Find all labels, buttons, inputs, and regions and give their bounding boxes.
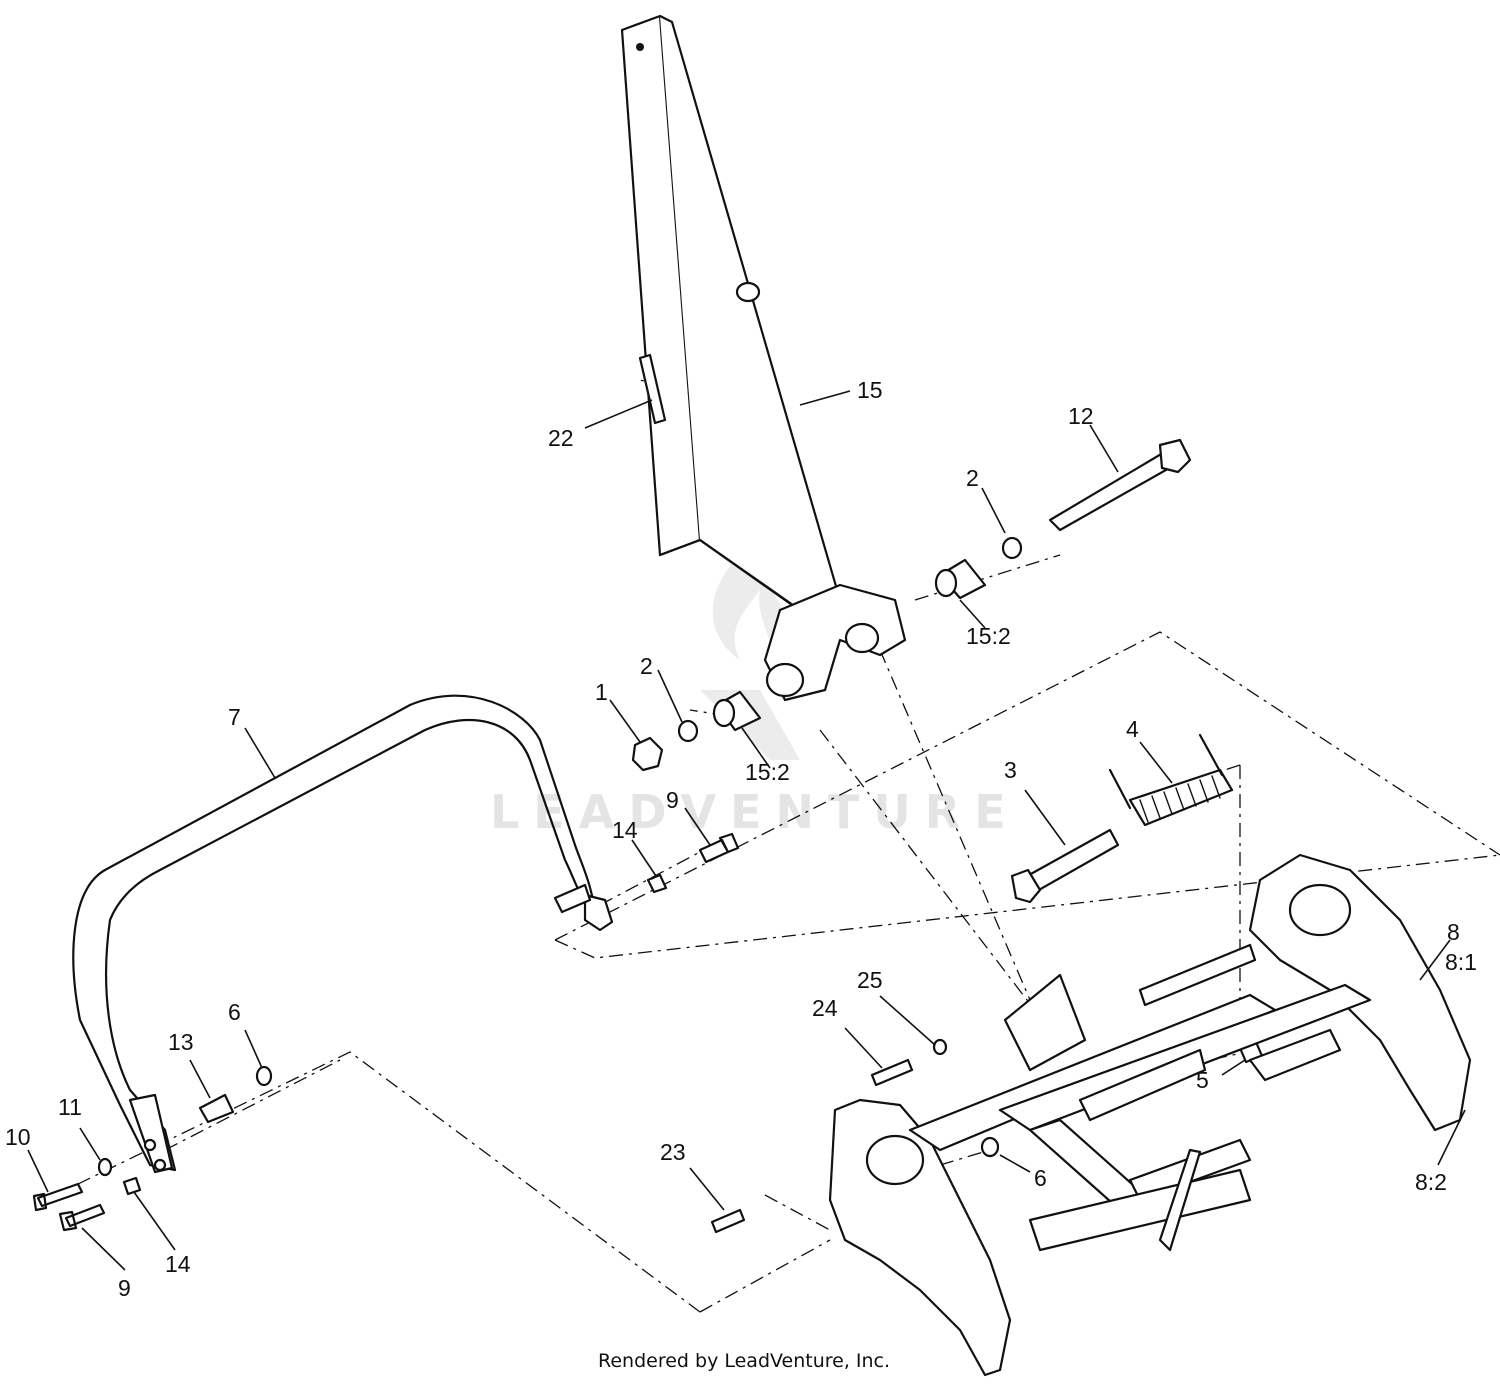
callout-22: 22 (548, 425, 574, 451)
callout-8-1: 8:1 (1445, 949, 1477, 975)
credit-text: Rendered by LeadVenture, Inc. (598, 1350, 891, 1372)
bolt-3 (1010, 828, 1120, 904)
callout-4: 4 (1126, 716, 1139, 742)
spring-24 (870, 1058, 914, 1087)
callout-1: 1 (595, 679, 608, 705)
callout-8: 8 (1447, 919, 1460, 945)
watermark-text: LEADVENTURE (490, 785, 1020, 839)
callout-10: 10 (5, 1124, 31, 1150)
callout-12: 12 (1068, 403, 1094, 429)
bolt-10 (32, 1182, 84, 1212)
leader-lines (27, 390, 1466, 1271)
callout-11: 11 (58, 1094, 82, 1120)
nut-6-right (980, 1136, 1000, 1158)
steering-column (620, 14, 907, 702)
callout-13: 13 (168, 1029, 194, 1055)
callout-6-right: 6 (1034, 1165, 1047, 1191)
callout-7: 7 (228, 704, 241, 730)
callout-15-2-lower: 15:2 (745, 759, 790, 785)
bolt-9-upper (698, 832, 740, 864)
bushing-15-2-upper (934, 558, 987, 600)
callout-6-left: 6 (228, 999, 241, 1025)
washer-2-lower (677, 719, 699, 743)
callout-2-lower: 2 (640, 653, 653, 679)
callout-14-upper: 14 (612, 817, 638, 843)
bushing-15-2-lower (712, 690, 762, 732)
washer-11 (97, 1157, 113, 1177)
callout-3: 3 (1004, 757, 1017, 783)
pin-23 (710, 1208, 746, 1234)
callout-15: 15 (857, 377, 883, 403)
spring-4 (1108, 733, 1234, 827)
callout-24: 24 (812, 995, 838, 1021)
nut-1 (631, 736, 664, 772)
washer-2-upper (1001, 536, 1023, 560)
bolt-12 (1048, 438, 1192, 532)
callout-14-lower: 14 (165, 1251, 191, 1277)
callout-15-2-upper: 15:2 (966, 623, 1011, 649)
nut-6-left (255, 1065, 273, 1087)
frame-8 (828, 853, 1472, 1377)
control-bar-7 (72, 694, 614, 1174)
clip-25 (932, 1038, 948, 1056)
callout-2-upper: 2 (966, 465, 979, 491)
callout-9-upper: 9 (666, 787, 679, 813)
callout-25: 25 (857, 967, 883, 993)
spacer-14-lower (122, 1176, 142, 1196)
callout-23: 23 (660, 1139, 686, 1165)
callout-8-2: 8:2 (1415, 1169, 1447, 1195)
spacer-13 (198, 1093, 235, 1124)
spacer-14-upper (646, 873, 668, 894)
callout-5: 5 (1196, 1067, 1209, 1093)
callout-9-lower: 9 (118, 1275, 131, 1301)
bolt-9-lower (58, 1203, 106, 1232)
